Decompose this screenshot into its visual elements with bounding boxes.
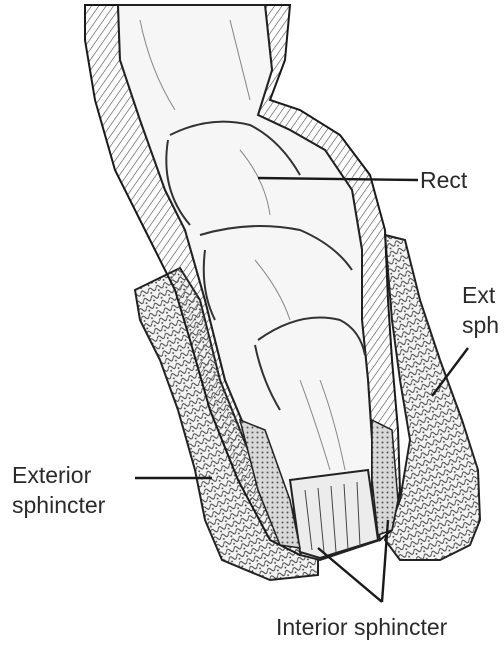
label-exterior-left-line2: sphincter	[12, 490, 105, 520]
label-exterior-right-line1: Ext	[462, 280, 499, 310]
anal-canal	[290, 470, 378, 558]
label-exterior-left-line1: Exterior	[12, 460, 105, 490]
label-exterior-sphincter-right: Ext sph	[462, 280, 499, 340]
label-rectum: Rect	[420, 165, 467, 195]
label-exterior-right-line2: sph	[462, 310, 499, 340]
leader-interior-a	[318, 548, 382, 602]
label-exterior-sphincter-left: Exterior sphincter	[12, 460, 105, 520]
label-interior-sphincter: Interior sphincter	[276, 612, 447, 642]
